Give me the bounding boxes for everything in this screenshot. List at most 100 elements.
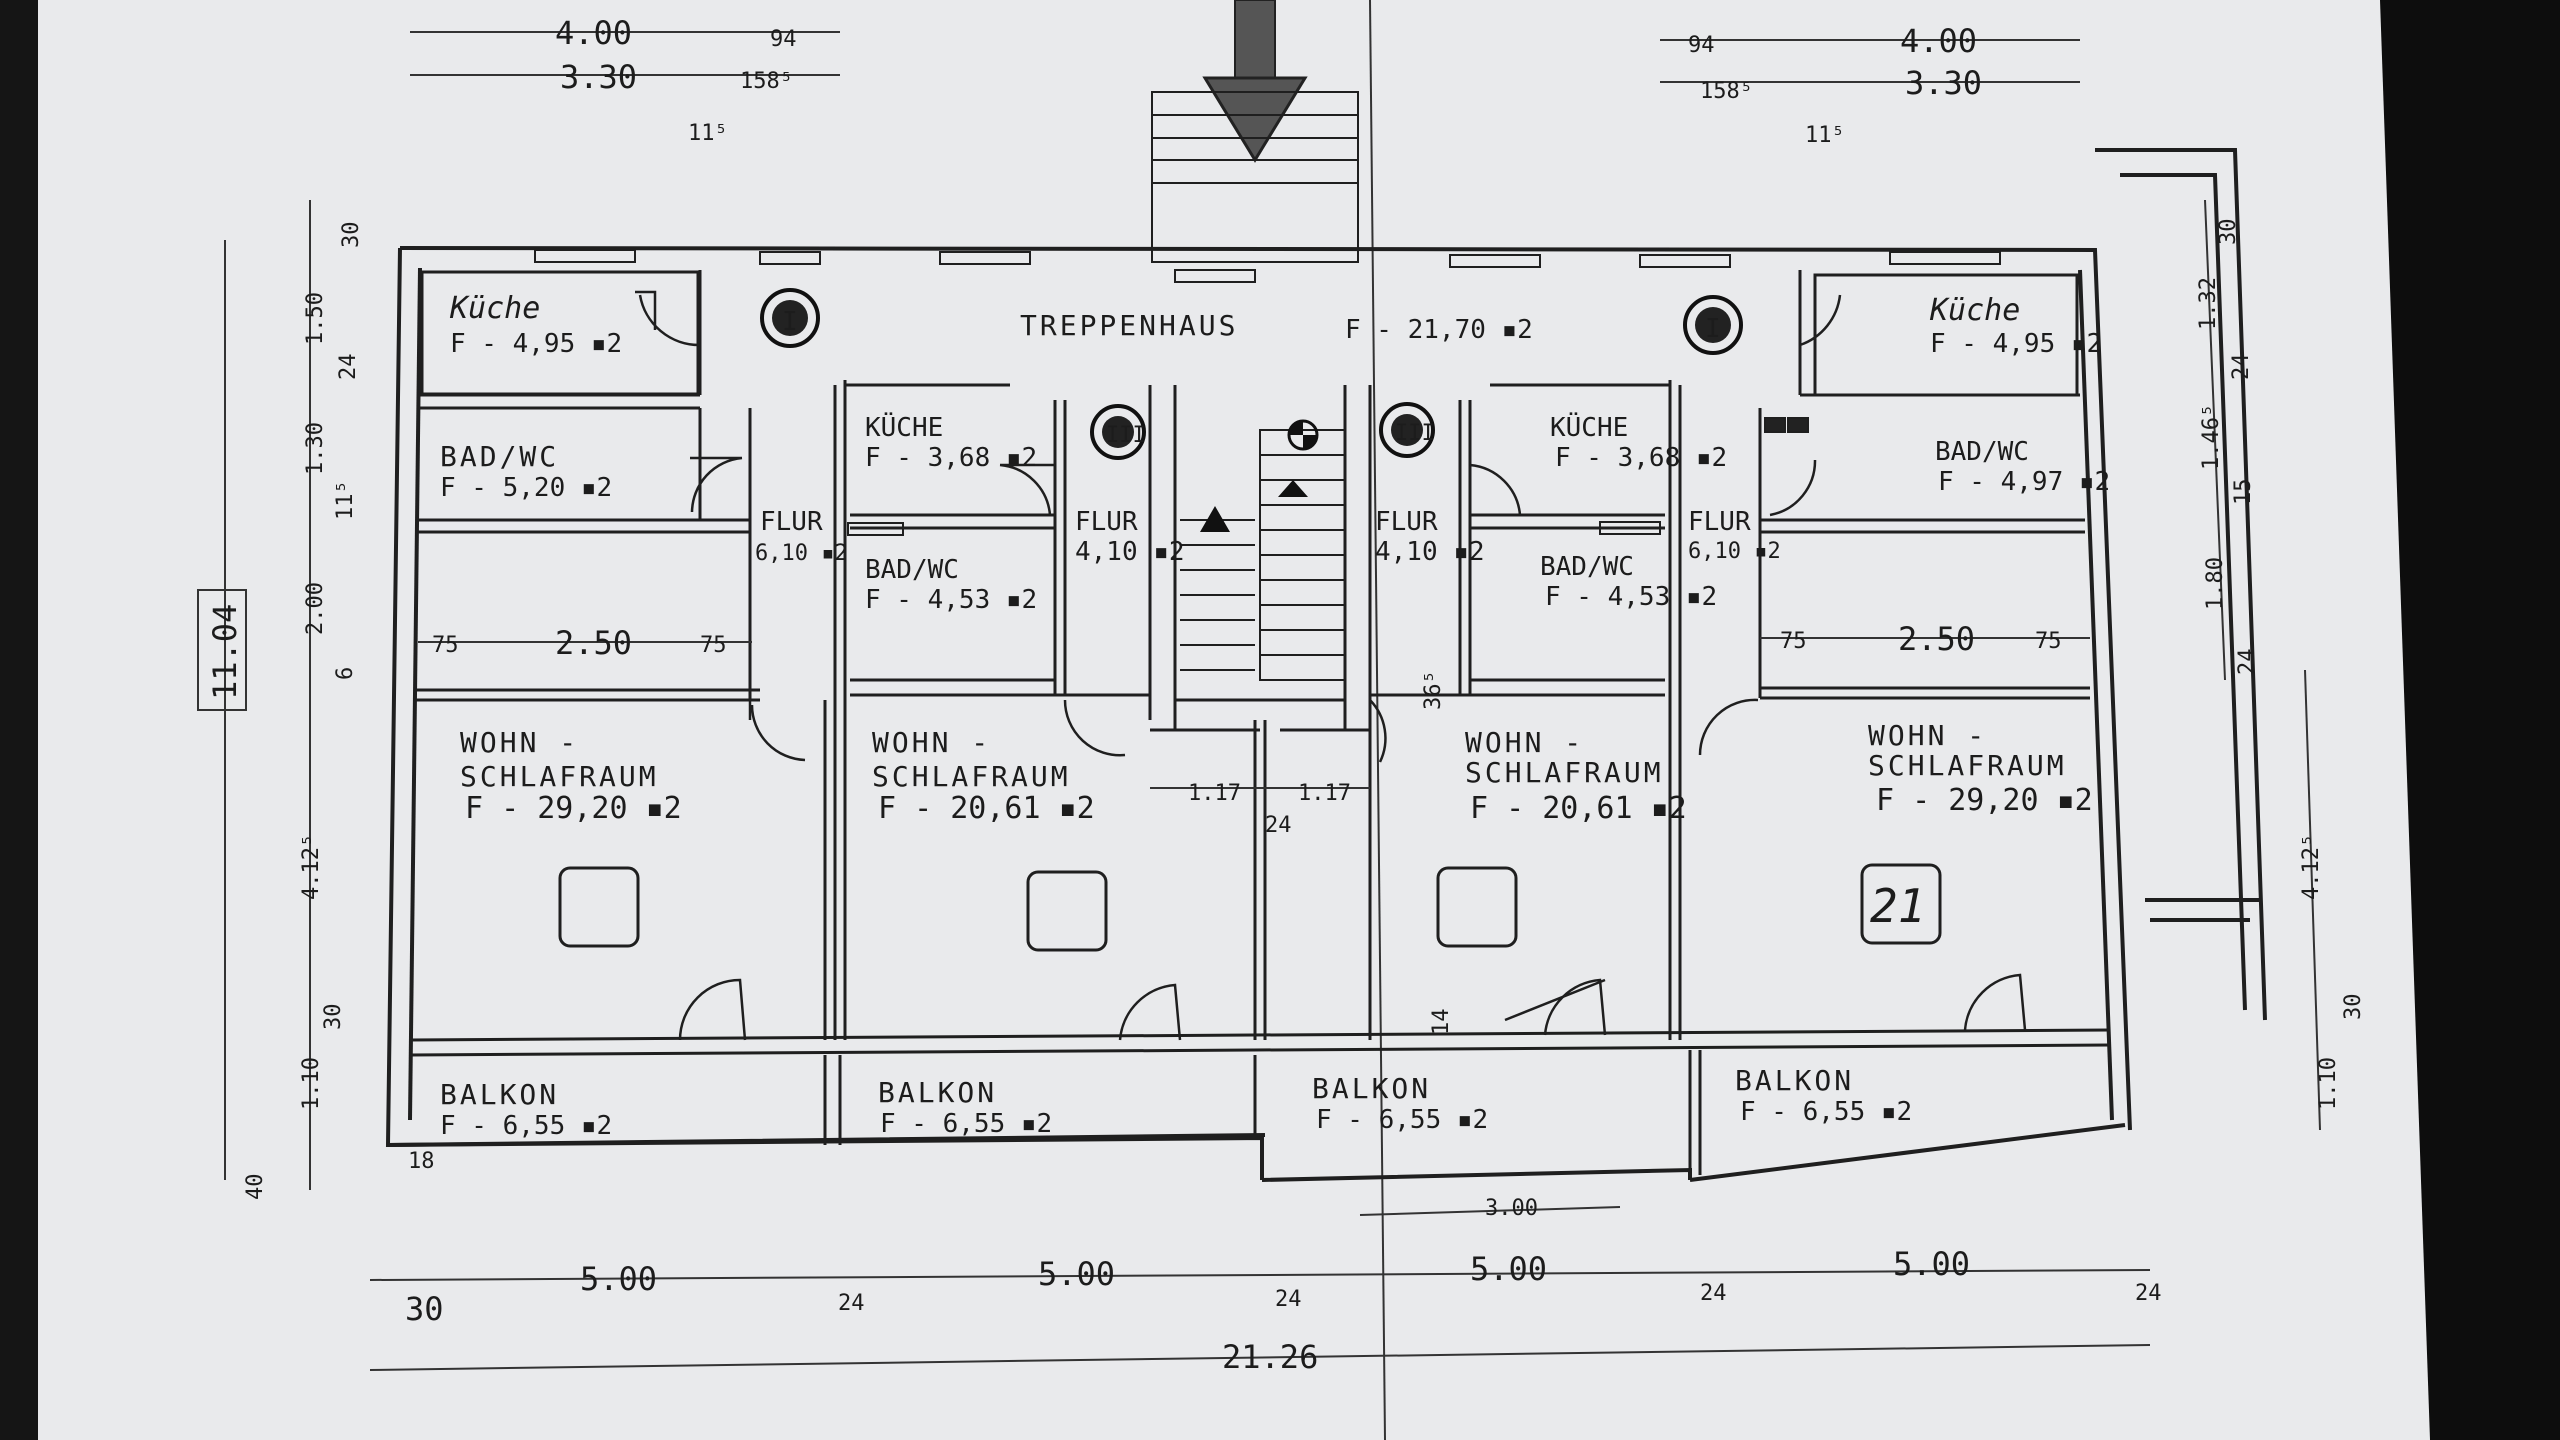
dim-int-4: 75	[1780, 629, 1807, 654]
dim-bottom-5: 24	[1275, 1287, 1302, 1312]
dim-bottom-6: 5.00	[1470, 1250, 1547, 1288]
unit-marker-label-2: III	[1106, 423, 1146, 448]
room-area-wohn-cr: F - 20,61 ▪2	[1470, 791, 1687, 826]
svg-text:24: 24	[2229, 354, 2254, 381]
room-label-wohn-left-2: SCHLAFRAUM	[460, 760, 659, 793]
room-area-bad-cl: F - 4,53 ▪2	[865, 585, 1037, 615]
dim-top-right-1: 94	[1688, 33, 1715, 58]
dim-top-left-2: 94	[770, 27, 797, 52]
room-label-kueche-cr: KÜCHE	[1550, 411, 1628, 443]
room-area-kueche-right: F - 4,95 ▪2	[1930, 329, 2102, 359]
room-label-wohn-cl-2: SCHLAFRAUM	[872, 760, 1071, 793]
dim-int-8: 1.17	[1298, 781, 1351, 806]
room-label-bad-cl: BAD/WC	[865, 555, 959, 585]
room-area-wohn-left: F - 29,20 ▪2	[465, 791, 682, 826]
dim-bottom-4: 5.00	[1038, 1255, 1115, 1293]
room-area-flur-right: 6,10 ▪2	[1688, 539, 1781, 564]
svg-text:30: 30	[339, 222, 364, 249]
room-area-balkon-3: F - 6,55 ▪2	[1316, 1105, 1488, 1135]
dim-bottom-7: 24	[1700, 1281, 1727, 1306]
dim-int-7: 1.17	[1188, 781, 1241, 806]
room-label-balkon-1: BALKON	[440, 1078, 559, 1111]
top-windows	[534, 249, 2001, 283]
door-swings	[635, 290, 2027, 1041]
dim-bottom-9: 24	[2135, 1281, 2162, 1306]
room-label-kueche-cl: KÜCHE	[865, 411, 943, 443]
room-area-flur-left: 6,10 ▪2	[755, 541, 848, 566]
dim-int-6: 75	[2035, 629, 2062, 654]
dim-bottom-10: 3.00	[1485, 1196, 1538, 1221]
room-label-bad-right: BAD/WC	[1935, 437, 2029, 467]
room-label-bad-cr: BAD/WC	[1540, 552, 1634, 582]
left-vertical-dimensions: 30 1.50 24 1.30 11⁵ 2.00 6 4.12⁵ 30 1.10…	[243, 222, 435, 1201]
room-label-flur-cl: FLUR	[1075, 507, 1138, 537]
room-label-kueche-right: Küche	[1929, 293, 2020, 328]
left-total-frame	[197, 589, 247, 711]
room-area-kueche-cl: F - 3,68 ▪2	[865, 443, 1037, 473]
dim-int-5: 2.50	[1898, 620, 1975, 658]
entrance-steps	[1151, 91, 1359, 263]
svg-text:1.50: 1.50	[303, 292, 328, 345]
svg-text:40: 40	[243, 1174, 268, 1201]
dim-int-1: 75	[432, 633, 459, 658]
svg-text:30: 30	[2341, 994, 2366, 1021]
room-label-flur-left: FLUR	[760, 507, 823, 537]
room-area-wohn-right: F - 29,20 ▪2	[1876, 783, 2093, 818]
room-stoves	[558, 863, 1942, 952]
dim-int-10: 36⁵	[1421, 670, 1446, 710]
center-axis-line	[1369, 0, 1386, 1440]
kitchen-counter-fixtures	[847, 417, 1809, 536]
unit-marker-icons	[760, 288, 1743, 460]
dim-top-right-4: 3.30	[1905, 64, 1982, 102]
dim-top-left-1: 4.00	[555, 14, 632, 52]
paper-sheet	[0, 0, 2430, 1440]
svg-text:1.32: 1.32	[2196, 277, 2221, 330]
dim-top-right-3: 158⁵	[1700, 79, 1753, 104]
room-label-wohn-cl-1: WOHN -	[872, 726, 991, 759]
dim-bottom-8: 5.00	[1893, 1245, 1970, 1283]
room-area-bad-left: F - 5,20 ▪2	[440, 473, 612, 503]
room-area-bad-right: F - 4,97 ▪2	[1938, 467, 2110, 497]
room-area-balkon-2: F - 6,55 ▪2	[880, 1109, 1052, 1139]
room-label-flur-right: FLUR	[1688, 507, 1751, 537]
svg-text:4.12⁵: 4.12⁵	[299, 834, 324, 900]
dim-bottom-2: 5.00	[580, 1260, 657, 1298]
room-area-bad-cr: F - 4,53 ▪2	[1545, 582, 1717, 612]
right-vertical-dimensions: 30 1.32 24 1.46⁵ 15 1.80 24 4.12⁵ 30 1.1…	[2196, 219, 2366, 1111]
dim-bottom-total: 21.26	[1222, 1338, 1318, 1376]
svg-text:30: 30	[2216, 219, 2241, 246]
room-area-balkon-4: F - 6,55 ▪2	[1740, 1097, 1912, 1127]
unit-marker-label-4: I	[1705, 314, 1721, 344]
room-label-flur-cr: FLUR	[1375, 507, 1438, 537]
room-number: 21	[1870, 879, 1925, 933]
unit-marker-label-1: I	[782, 307, 798, 337]
room-label-balkon-4: BALKON	[1735, 1064, 1854, 1097]
svg-text:6: 6	[333, 667, 358, 680]
stair-up-arrow-icon	[1200, 506, 1230, 532]
dim-top-left-5: 11⁵	[688, 121, 728, 146]
dim-int-9: 24	[1265, 813, 1292, 838]
room-label-bad-left: BAD/WC	[440, 440, 559, 473]
svg-text:1.80: 1.80	[2203, 557, 2228, 610]
dim-bottom-1: 30	[405, 1290, 444, 1328]
unit-marker-label-3: III	[1395, 421, 1435, 446]
dim-int-3: 75	[700, 633, 727, 658]
room-label-wohn-left-1: WOHN -	[460, 726, 579, 759]
room-label-balkon-3: BALKON	[1312, 1072, 1431, 1105]
room-area-flur-cr: 4,10 ▪2	[1375, 537, 1485, 567]
dim-int-2: 2.50	[555, 624, 632, 662]
svg-text:1.30: 1.30	[303, 422, 328, 475]
svg-text:1.46⁵: 1.46⁵	[2199, 404, 2224, 470]
room-area-kueche-cr: F - 3,68 ▪2	[1555, 443, 1727, 473]
room-area-wohn-cl: F - 20,61 ▪2	[878, 791, 1095, 826]
svg-text:18: 18	[408, 1149, 435, 1174]
room-area-balkon-1: F - 6,55 ▪2	[440, 1111, 612, 1141]
room-label-wohn-right-1: WOHN -	[1868, 719, 1987, 752]
dim-top-right-5: 11⁵	[1805, 123, 1845, 148]
room-label-wohn-right-2: SCHLAFRAUM	[1868, 749, 2067, 782]
room-area-treppenhaus: F - 21,70 ▪2	[1345, 315, 1533, 345]
svg-text:30: 30	[321, 1004, 346, 1031]
svg-text:15: 15	[2231, 479, 2256, 506]
entrance-arrow-icon	[1202, 0, 1308, 163]
